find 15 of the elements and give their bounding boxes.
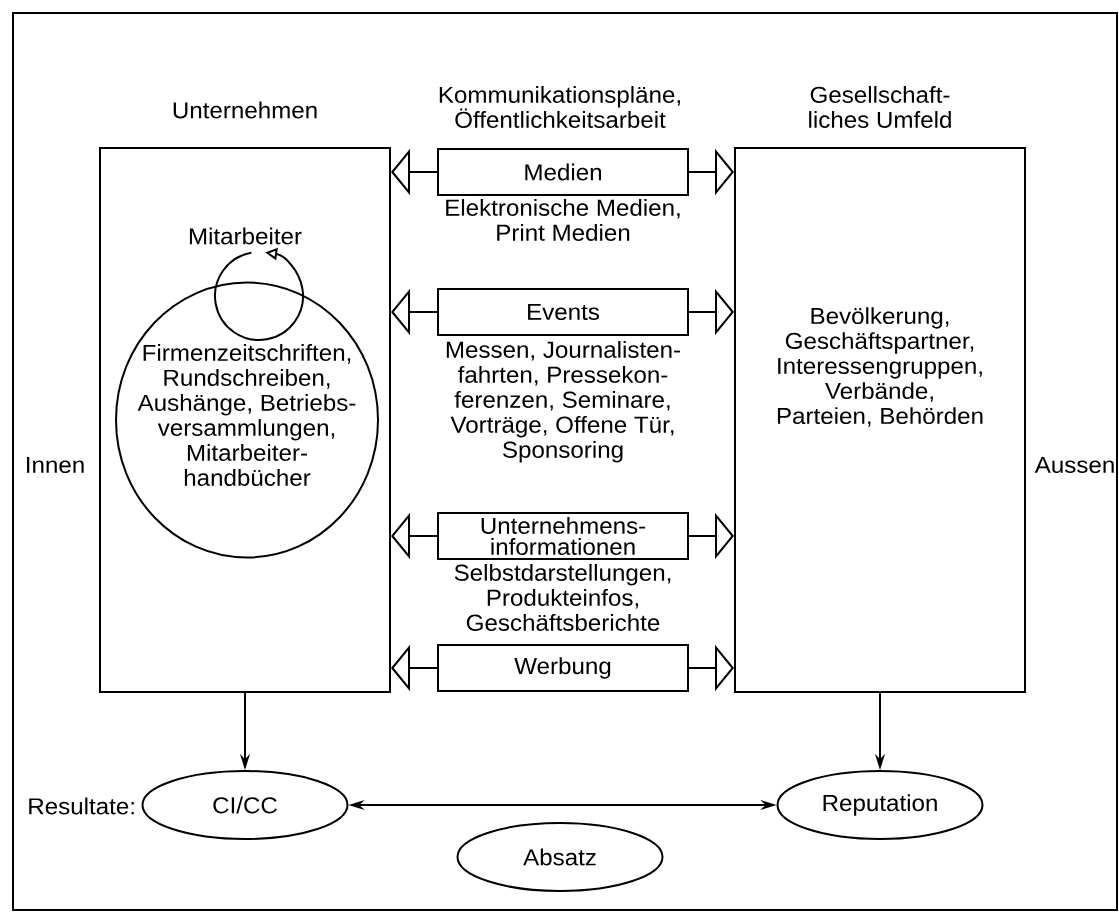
description-text: Elektronische Medien, Print Medien xyxy=(446,199,680,241)
side-label: Innen xyxy=(27,456,84,473)
channel-bar: Werbung xyxy=(437,644,689,692)
channel-bar: Medien xyxy=(437,148,689,196)
column-heading: Unternehmen xyxy=(173,101,317,119)
channel-bar: Events xyxy=(437,288,689,336)
side-label: Aussen xyxy=(1034,456,1114,473)
box-text: Bevölkerung, Geschäftspartner, Interessengruppen, Verbände, Parteien, Behörden xyxy=(777,307,983,427)
box-text: Mitarbeiter xyxy=(189,227,302,245)
description-text: Selbstdarstellungen, Produkteinfos, Geschäftsberichte xyxy=(454,564,671,631)
column-heading: Gesellschaft- liches Umfeld xyxy=(809,86,951,128)
channel-bar: Unternehmens- informationen xyxy=(437,512,689,560)
section-heading: Kommunikationspläne, Öffentlichkeitsarbeit xyxy=(439,86,680,128)
row-label: Resultate: xyxy=(29,797,134,815)
description-text: Messen, Journalisten- fahrten, Pressekon- ferenzen, Seminare, Vorträge, Offene Tür, Sponsoring xyxy=(446,341,680,463)
